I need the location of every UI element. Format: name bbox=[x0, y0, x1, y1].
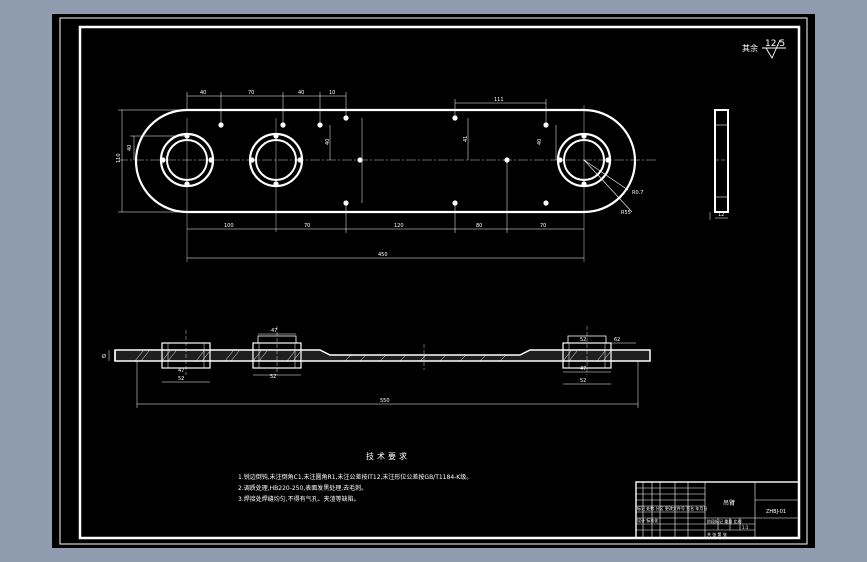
title-drawing-no: ZHBJ-01 bbox=[766, 509, 786, 515]
dim-top-3: 40 bbox=[298, 90, 304, 96]
sec-dim-2: 52 bbox=[178, 376, 184, 382]
top-dimensions bbox=[186, 92, 547, 125]
inner-frame bbox=[78, 25, 801, 540]
technical-notes: 技术要求 1.锐边倒钝,未注倒角C1,未注圆角R1,未注公差按IT12,未注形位… bbox=[238, 451, 472, 503]
dim-top-5: 111 bbox=[494, 97, 504, 103]
title-row-2: 设计 标准化 bbox=[637, 517, 658, 523]
dim-left-2: 40 bbox=[127, 145, 133, 151]
dim-bottom-2: 70 bbox=[304, 223, 310, 229]
side-view bbox=[709, 109, 729, 220]
section-view bbox=[108, 326, 651, 408]
title-scale: 1:1 bbox=[742, 525, 749, 530]
title-row-4: 共 张 第 张 bbox=[707, 531, 727, 537]
dim-top-2: 70 bbox=[248, 90, 254, 96]
notes-line-3: 3.焊接处焊缝均匀,不得有气孔、夹渣等缺陷。 bbox=[238, 495, 360, 503]
dim-bottom-1: 100 bbox=[224, 223, 234, 229]
dim-overall-length: 450 bbox=[378, 252, 388, 258]
sec-dim-8: 52 bbox=[580, 378, 586, 384]
plan-view: 40 70 40 10 111 110 40 40 41 40 bbox=[116, 90, 658, 262]
dim-top-1: 40 bbox=[200, 90, 206, 96]
notes-title: 技术要求 bbox=[366, 451, 410, 461]
sec-dim-overall: 550 bbox=[380, 398, 390, 404]
dim-bottom-4: 80 bbox=[476, 223, 482, 229]
sec-dim-4: 52 bbox=[270, 374, 276, 380]
dim-radius-2: R55 bbox=[621, 210, 631, 216]
title-row-1: 标记 处数 分区 更改文件号 签名 年月日 bbox=[637, 505, 707, 511]
title-row-3: 阶段标记 重量 比例 bbox=[707, 518, 742, 524]
outer-frame bbox=[59, 17, 808, 545]
sec-dim-7: 52 bbox=[580, 337, 586, 343]
dim-left-height: 110 bbox=[116, 153, 122, 163]
dim-mid-v1: 40 bbox=[325, 139, 331, 145]
bottom-dimensions bbox=[187, 160, 584, 259]
notes-line-2: 2.调质处理,HB220-250,表面发黑处理,去毛刺。 bbox=[238, 484, 367, 492]
sec-dim-1: 47 bbox=[271, 328, 277, 334]
roughness-prefix: 其余 bbox=[742, 43, 758, 53]
dim-top-4: 10 bbox=[329, 90, 335, 96]
sec-left-label: Ø bbox=[102, 353, 106, 360]
title-part-name: 吊臂 bbox=[723, 499, 735, 507]
sec-dim-6: 62 bbox=[614, 337, 620, 343]
sec-dim-3: 47 bbox=[178, 368, 184, 374]
roughness-symbol: 其余 12.5 bbox=[742, 39, 786, 59]
sec-dim-5: 47 bbox=[580, 366, 586, 372]
dim-bottom-5: 70 bbox=[540, 223, 546, 229]
notes-line-1: 1.锐边倒钝,未注倒角C1,未注圆角R1,未注公差按IT12,未注形位公差按GB… bbox=[238, 473, 472, 481]
dim-mid-v2: 41 bbox=[463, 136, 469, 142]
dim-side-height: 12 bbox=[718, 212, 724, 218]
dim-radius-1: R0.7 bbox=[632, 190, 643, 196]
drawing-sheet bbox=[52, 14, 815, 548]
roughness-value: 12.5 bbox=[765, 39, 785, 49]
dim-bottom-3: 120 bbox=[394, 223, 404, 229]
dim-mid-v3: 40 bbox=[537, 139, 543, 145]
title-block bbox=[635, 481, 800, 539]
